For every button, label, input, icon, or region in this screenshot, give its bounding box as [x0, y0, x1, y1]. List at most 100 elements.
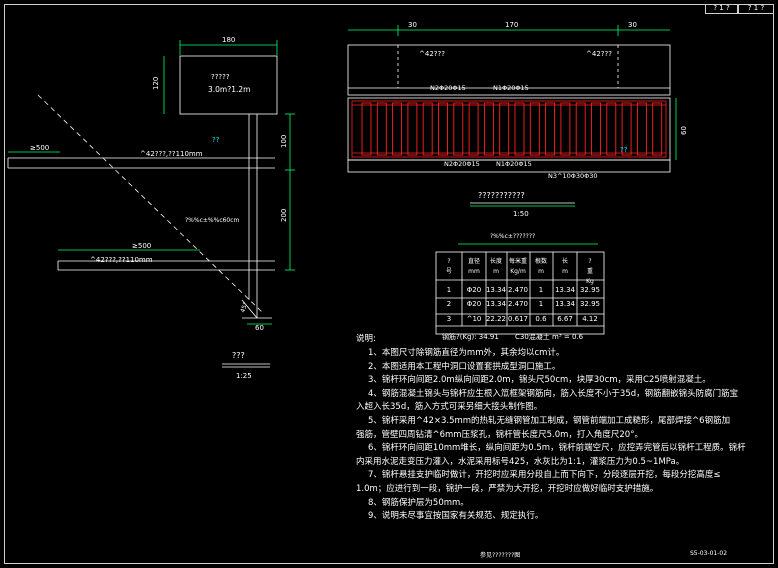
note-line: 6、锦杆环向间距10mm堆长，纵向间距为0.5m，锦杆前端空尺，应控弄完管后以锦… — [368, 443, 746, 454]
stirrup — [407, 102, 418, 156]
slope-label: ?%%c±%%c60cm — [185, 217, 240, 224]
table-header-cell: Kg — [586, 278, 594, 285]
table-cell: 13.34 — [555, 286, 576, 294]
mark-label: ?? — [212, 136, 220, 144]
n1-bottom-label: N1Φ20Φ15 — [496, 160, 532, 168]
n2-bottom-label: N2Φ20Φ15 — [444, 160, 480, 168]
note-line: 强筋，管壁四周钻清^6mm压浆孔，锦杆管长度尺5.0m，打入角度尺20°。 — [356, 429, 643, 440]
table-header-cell: 每米重 — [509, 257, 527, 265]
left-view-caption: ??? — [232, 351, 245, 360]
table-cell: Φ20 — [467, 300, 481, 308]
table-header-cell: m — [493, 268, 499, 275]
table-title: ?%%c±??????? — [490, 233, 535, 240]
footer-center: 参见???????图 — [480, 552, 521, 559]
stirrup — [361, 102, 372, 156]
stirrup — [545, 102, 556, 156]
footer-drawing-number: S5-03-01-02 — [690, 550, 728, 557]
stirrup — [376, 102, 387, 156]
table-header-cell: ? — [588, 258, 591, 265]
table-cell: 1 — [447, 286, 451, 294]
left-view-scale: 1:25 — [236, 372, 252, 380]
dim-right2-label: 200 — [280, 209, 288, 222]
rebar-table — [435, 243, 605, 335]
table-cell: 1 — [539, 300, 543, 308]
stirrup — [652, 102, 663, 156]
table-cell: 0.617 — [508, 315, 528, 323]
table-header-cell: 直径 — [468, 257, 480, 265]
table-cell: 32.95 — [580, 300, 600, 308]
section-scale: 1:50 — [513, 210, 529, 218]
note-line: 内采用水泥走变压力灌入，水泥采用标号425，水灰比为1:1，灌浆压力为0.5~1… — [356, 456, 685, 467]
note-line: 8、钢筋保护层为50mm。 — [368, 497, 469, 508]
section-view-text: 30 170 30 ^42??? ^42??? N2Φ20Φ15 N1Φ20Φ1… — [408, 21, 688, 218]
table-cell: 2 — [447, 300, 451, 308]
table-header-cell: 根数 — [535, 257, 547, 265]
stirrup — [591, 102, 601, 156]
dim-top-label: 180 — [222, 36, 235, 44]
table-header-cell: Kg/m — [510, 268, 526, 275]
note-line: 4、钢筋混凝土锦头与锦杆应生根入笟框架钢筋向，筋入长度不小于35d，钢筋翻嵌锦头… — [368, 388, 739, 399]
note-line: 1.0m；应进行到一段，锦护一段，严禁为大开挖，开挖时应做好临时支护措施。 — [356, 484, 659, 494]
table-total-concrete: C30混凝土 m³ = 0.6 — [515, 332, 584, 341]
table-header-cell: 长度 — [490, 257, 502, 265]
n2-top-label: N2Φ20Φ15 — [430, 84, 466, 92]
dim-left-label: 120 — [152, 77, 160, 90]
notes-heading: 说明: — [356, 334, 376, 344]
table-cell: 0.6 — [535, 315, 547, 323]
note-line: 9、说明未尽事宜按国家有关规范、规定执行。 — [368, 511, 544, 522]
dim-a-label: 30 — [408, 21, 417, 29]
table-cell: Φ20 — [467, 286, 481, 294]
note-line: 7、锦杆悬挂支护临时做计，开挖时应采用分段自上而下向下，分段逐层开挖，每段分挖高… — [368, 470, 721, 481]
table-header-cell: 长 — [562, 257, 568, 265]
n1-top-label: N1Φ20Φ15 — [493, 84, 529, 92]
table-cell: 13.34 — [486, 286, 507, 294]
table-header-cell: m — [538, 268, 544, 275]
stirrup — [453, 102, 464, 156]
section-caption: ??????????? — [478, 191, 525, 200]
table-cell: 32.95 — [580, 286, 600, 294]
table-header-cell: 重 — [587, 267, 593, 275]
note-line: 入超入长35d，筋入方式可采另细大接头制作图。 — [356, 402, 543, 413]
stirrup — [529, 102, 540, 156]
stirrup — [468, 102, 479, 156]
table-cell: 6.67 — [557, 315, 573, 323]
table-cell: 22.22 — [486, 315, 506, 323]
stirrup — [514, 102, 525, 156]
lower-bar-ge-label: ≥500 — [132, 242, 151, 250]
table-cell: 4.12 — [582, 315, 598, 323]
box-size-label: 3.0m?1.2m — [208, 85, 250, 94]
stirrup — [621, 102, 632, 156]
stirrup — [438, 102, 448, 156]
upper-bar-label: ^42???,??110mm — [140, 150, 203, 158]
dim-c-label: 30 — [628, 21, 637, 29]
stirrup — [560, 102, 571, 156]
stirrup-group — [361, 102, 663, 156]
pipe-left-label: ^42??? — [419, 50, 445, 58]
table-cell: 1 — [539, 286, 543, 294]
note-line: 3、锦杆环向间距2.0m纵向间距2.0m，锦头尺50cm，块厚30cm，采用C2… — [368, 375, 711, 386]
table-cell: 13.34 — [486, 300, 507, 308]
table-cell: ^10 — [467, 315, 482, 323]
title-block-cell: ? 1 ? — [738, 4, 774, 14]
table-cell: 2.470 — [508, 286, 528, 294]
table-cell: 13.34 — [555, 300, 576, 308]
note-line: 5、锦杆采用^42×3.5mm的热轧无缝钢管加工制成，钢管前端加工成糙形，尾部焊… — [368, 416, 731, 426]
table-header-cell: 号 — [446, 268, 452, 275]
stirrup — [499, 102, 510, 156]
pipe-right-label: ^42??? — [586, 50, 612, 58]
table-cell: 3 — [447, 315, 451, 323]
title-block-cell: ? 1 ? — [705, 4, 738, 14]
dim-b-label: 170 — [505, 21, 518, 29]
stirrup — [575, 102, 586, 156]
note-line: 2、本图适用本工程中洞口设置套拱成型洞口施工。 — [368, 361, 561, 372]
table-cell: 2.470 — [508, 300, 528, 308]
box-label: ????? — [211, 73, 230, 81]
stirrup — [483, 102, 494, 156]
n3-label: N3^10Φ30Φ30 — [548, 172, 598, 180]
lower-bar-label: ^42???,??110mm — [90, 256, 153, 264]
dim-right1-label: 100 — [280, 135, 288, 148]
note-line: 1、本图尺寸除钢筋直径为mm外，其余均以cm计。 — [368, 348, 565, 358]
table-header-cell: m — [562, 268, 568, 275]
